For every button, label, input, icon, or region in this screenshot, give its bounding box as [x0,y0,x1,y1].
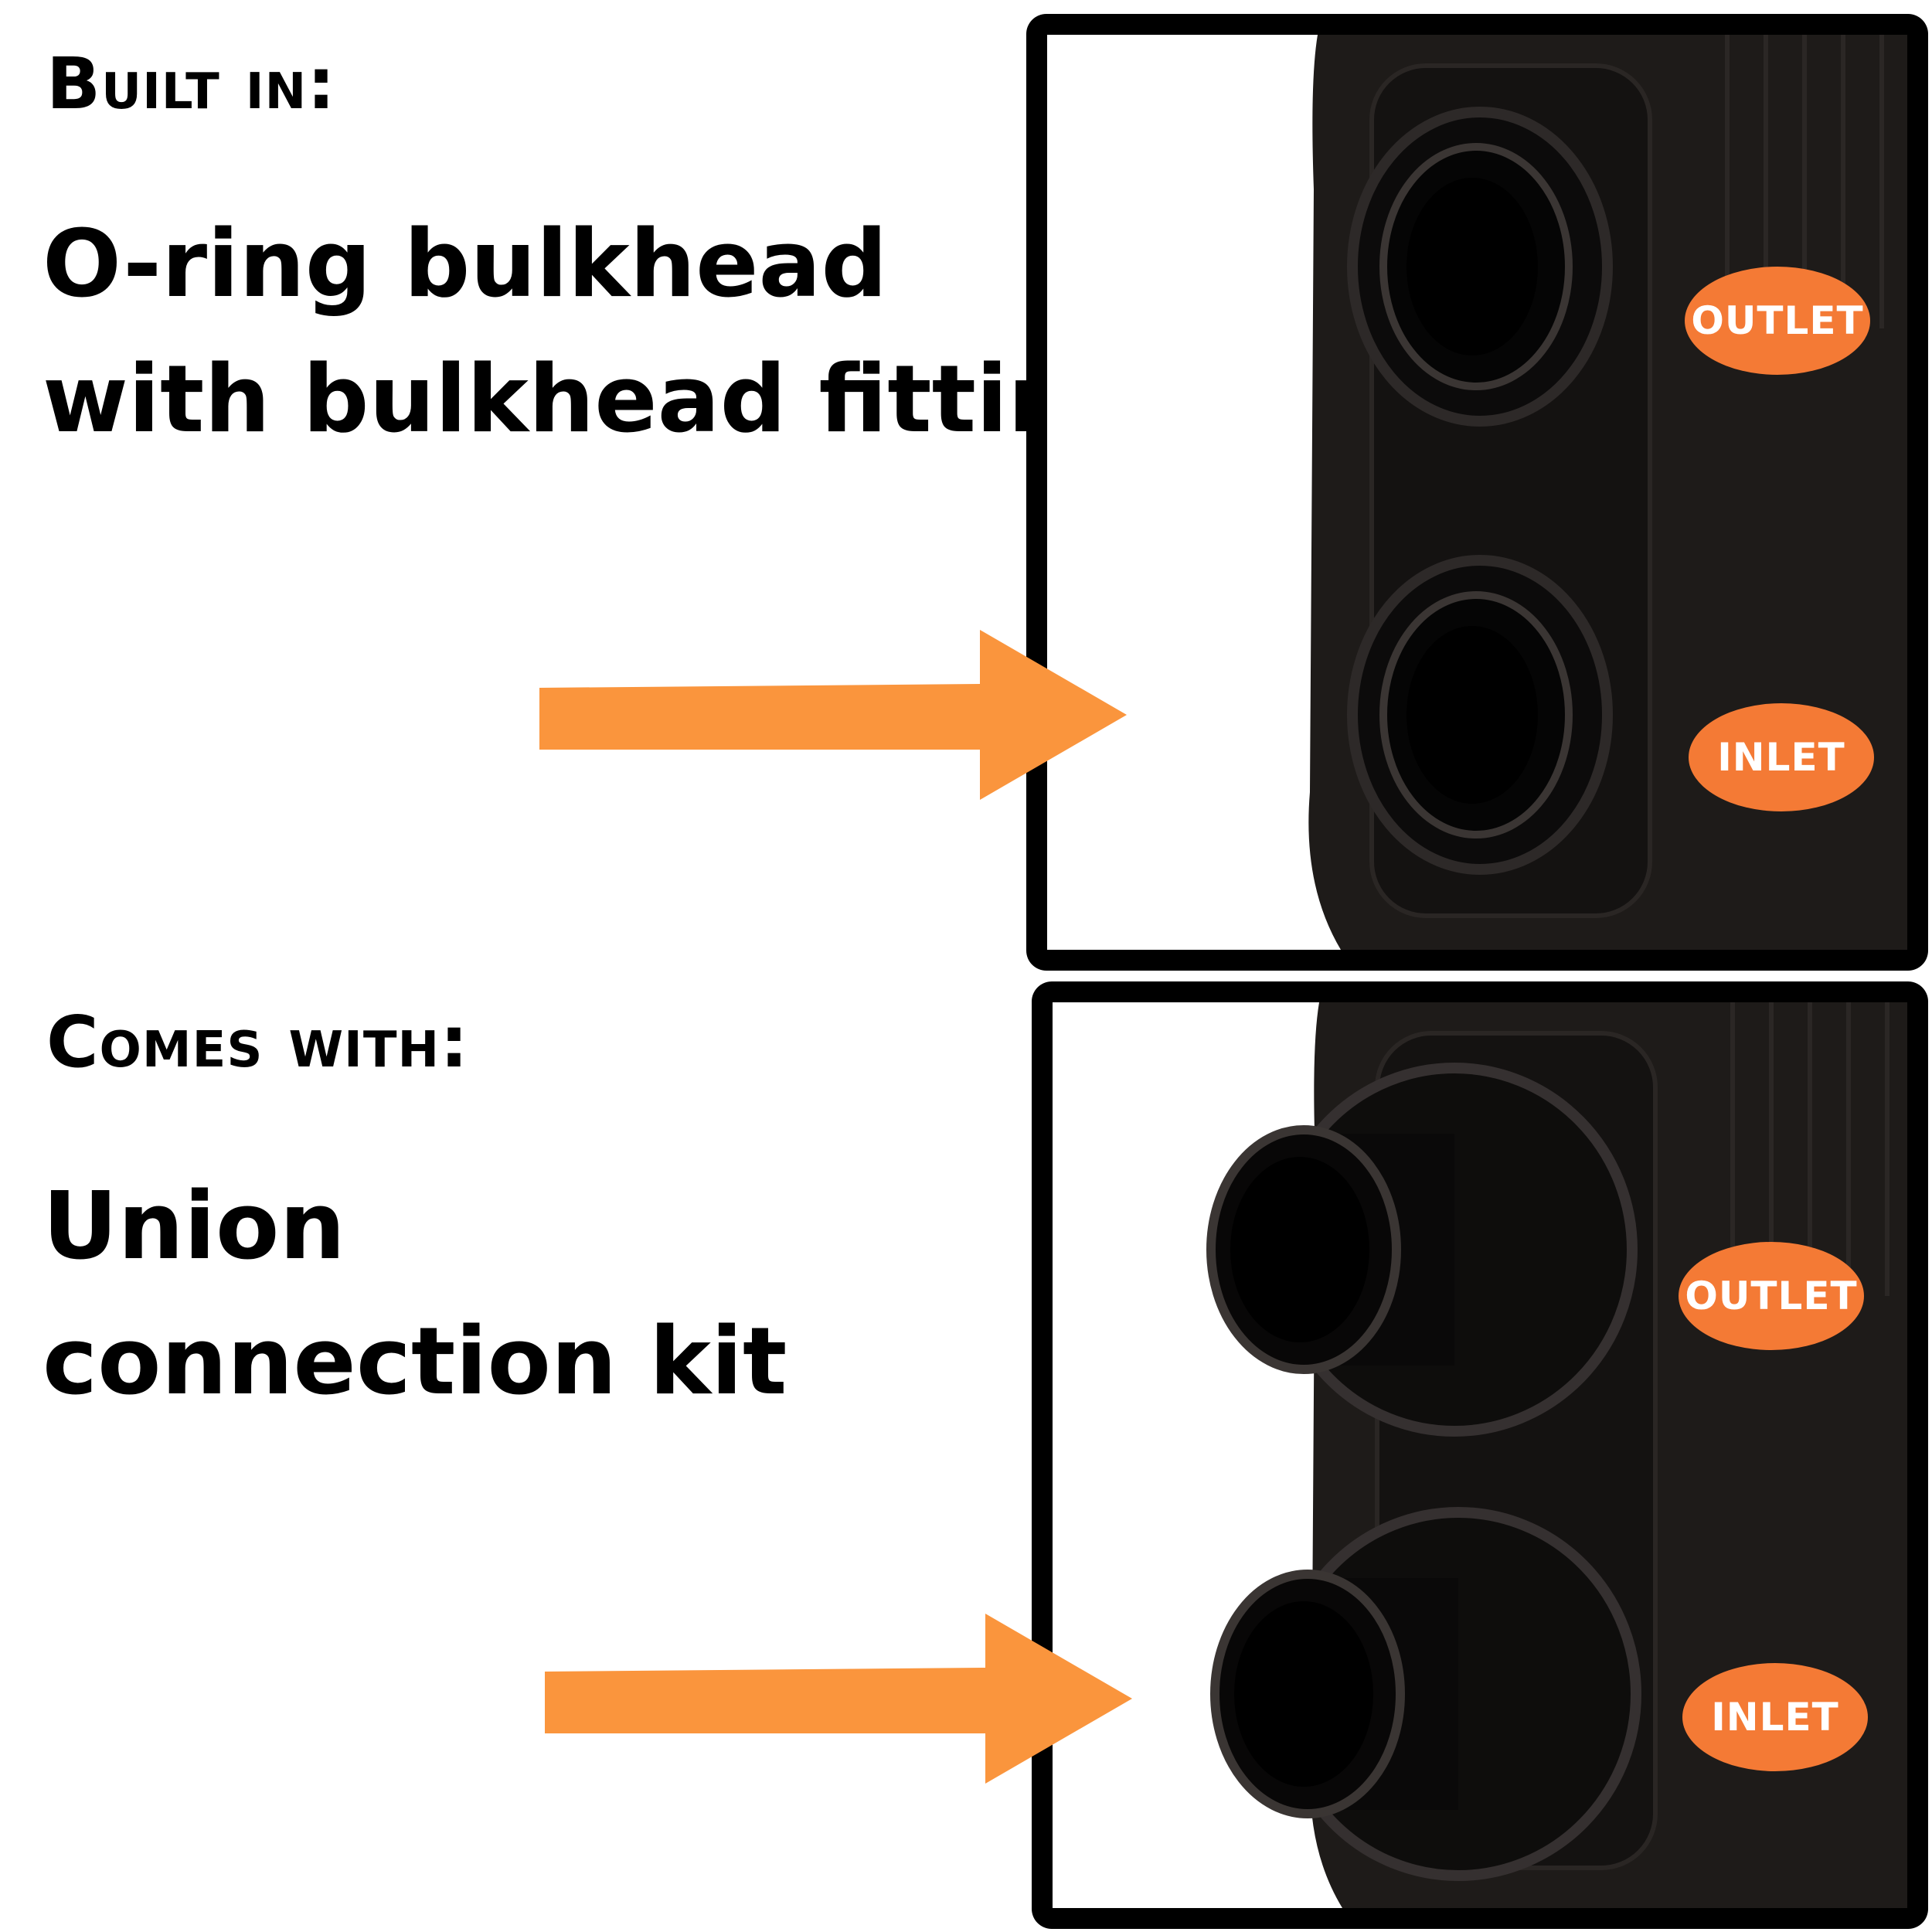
pump-union-illustration [1206,1002,1907,1908]
inlet-label: INLET [1682,1663,1868,1771]
built-in-description: O-ring bulkhead with bulkhead fitting [43,197,1140,468]
outlet-label: OUTLET [1679,1242,1864,1350]
inlet-label: INLET [1689,703,1874,811]
built-in-heading: Built in: [46,43,336,125]
union-kit-photo: OUTLET INLET [1032,981,1928,1929]
built-in-line-2: with bulkhead fitting [43,346,1141,454]
comes-with-line-1: Union [43,1173,345,1281]
comes-with-description: Union connection kit [43,1159,787,1430]
right-arrow-icon [545,1614,1132,1784]
built-in-line-1: O-ring bulkhead [43,211,888,318]
pump-bulkhead-illustration [1308,35,1907,950]
outlet-label: OUTLET [1685,267,1870,375]
right-arrow-icon [539,630,1127,800]
bulkhead-photo: OUTLET INLET [1026,14,1928,971]
comes-with-line-2: connection kit [43,1308,787,1416]
comes-with-heading: Comes with: [46,1001,469,1083]
